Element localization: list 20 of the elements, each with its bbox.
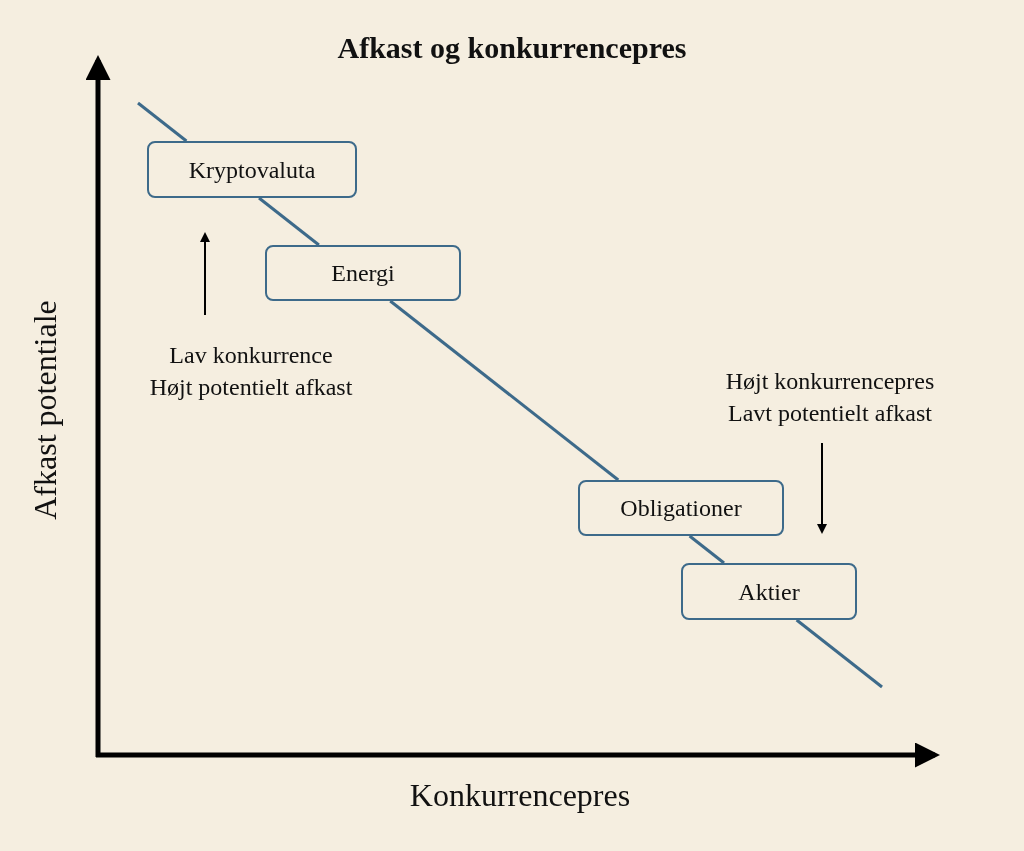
box-label: Aktier bbox=[738, 577, 800, 606]
category-box bbox=[681, 563, 857, 620]
annotation-text: Lavt potentielt afkast bbox=[728, 398, 932, 428]
annotation-text: Højt potentielt afkast bbox=[149, 372, 353, 402]
category-box bbox=[265, 245, 461, 301]
trend-line bbox=[688, 534, 725, 565]
trend-line bbox=[389, 299, 620, 482]
annotation-text: Lav konkurrence bbox=[169, 340, 333, 370]
y-axis-label: Afkast potentiale bbox=[25, 300, 64, 520]
category-box bbox=[578, 480, 784, 536]
annotation-text: Højt konkurrencepres bbox=[725, 366, 935, 396]
box-label: Obligationer bbox=[620, 494, 742, 522]
trend-line bbox=[795, 618, 883, 689]
x-axis-label: Konkurrencepres bbox=[409, 775, 631, 815]
category-box bbox=[147, 141, 357, 198]
box-label: Kryptovaluta bbox=[188, 155, 316, 184]
box-label: Energi bbox=[331, 259, 395, 287]
chart-title: Afkast og konkurrencepres bbox=[336, 30, 688, 66]
trend-line bbox=[137, 101, 188, 143]
trend-line bbox=[258, 196, 320, 247]
